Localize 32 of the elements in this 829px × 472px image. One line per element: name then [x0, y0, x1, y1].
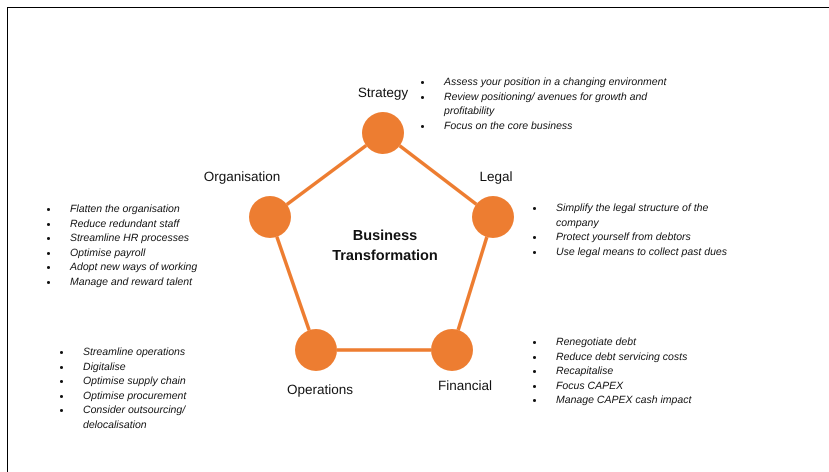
node-heading: Organisation [204, 169, 280, 184]
connector-line [456, 236, 488, 330]
bullet-text: Flatten the organisation [70, 203, 180, 215]
bullet-text: Focus CAPEX [556, 380, 624, 392]
bullet-text: Protect yourself from debtors [556, 231, 691, 243]
bullet-text: Renegotiate debt [556, 336, 636, 348]
bullet-text: Optimise supply chain [83, 375, 186, 387]
bullet-text: Consider outsourcing/ delocalisation [83, 404, 186, 430]
connector-line [398, 144, 478, 206]
bullet-text: Assess your position in a changing environment [444, 76, 666, 88]
bullet-text: Optimise payroll [70, 246, 146, 258]
connector-line [337, 348, 431, 352]
bullet-text: Reduce redundant staff [70, 218, 180, 230]
bullet-text: Digitalise [83, 360, 126, 372]
connector-line [286, 144, 368, 206]
node-heading: Strategy [358, 85, 408, 100]
bullet-text: Manage and reward talent [70, 276, 192, 288]
center-title: Business Transformation [331, 227, 439, 266]
bullet-text: Manage CAPEX cash impact [556, 394, 692, 406]
node-heading: Operations [286, 382, 354, 397]
bullet-text: Recapitalise [556, 365, 614, 377]
bullet-text: Focus on the core business [444, 120, 572, 132]
node-heading: Financial [438, 378, 492, 393]
node-heading: Legal [479, 169, 513, 184]
bullet-text: Adopt new ways of working [70, 261, 198, 273]
bullet-text: Simplify the legal structure of the company [556, 202, 708, 228]
bullet-text: Streamline HR processes [70, 232, 190, 244]
bullet-text: Streamline operations [83, 346, 186, 358]
bullet-text: Optimise procurement [83, 390, 186, 402]
bullet-text: Review positioning/ avenues for growth and profitability [444, 90, 648, 117]
bullet-text: Use legal means to collect past dues [556, 246, 728, 258]
bullet-text: Reduce debt servicing costs [556, 350, 688, 362]
